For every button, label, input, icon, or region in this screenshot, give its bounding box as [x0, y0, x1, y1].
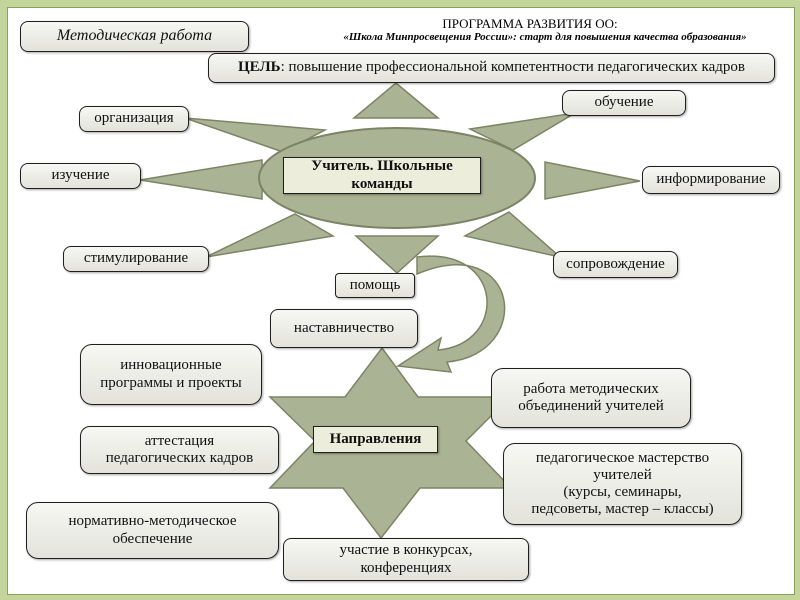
goal-label: ЦЕЛЬ [238, 59, 281, 76]
ray-label-study: изучение [20, 163, 141, 189]
goal-box: ЦЕЛЬ: повышение профессиональной компете… [208, 53, 775, 83]
ray-bottom [354, 235, 440, 275]
program-title: ПРОГРАММА РАЗВИТИЯ ОО: [442, 16, 618, 31]
center-label: Учитель. Школьные команды [283, 157, 481, 194]
ray-label-support: сопровождение [553, 251, 678, 278]
direction-methodical-associations: работа методических объединений учителей [491, 368, 691, 428]
direction-pedagogical-skill: педагогическое мастерство учителей (курс… [503, 443, 742, 525]
ray-top [351, 82, 441, 119]
section-title-text: Методическая работа [56, 27, 213, 45]
ray-bottom-right [462, 211, 563, 259]
ray-label-stimulation: стимулирование [63, 246, 209, 272]
direction-competitions: участие в конкурсах, конференциях [283, 538, 529, 581]
ray-top-right [467, 112, 576, 151]
direction-attestation: аттестация педагогических кадров [80, 426, 279, 474]
ray-left [139, 159, 263, 200]
direction-mentoring: наставничество [270, 309, 418, 348]
ray-label-help: помощь [335, 273, 415, 298]
ray-bottom-left [205, 213, 336, 258]
program-subtitle: «Школа Минпросвещения России»: старт для… [343, 31, 747, 43]
ray-label-informing: информирование [642, 166, 780, 194]
star-label: Направления [313, 426, 438, 453]
direction-innovation: инновационные программы и проекты [80, 344, 262, 405]
section-title: Методическая работа [20, 21, 249, 52]
curved-arrow [395, 255, 506, 373]
ray-right [544, 161, 641, 200]
goal-description: : повышение профессиональной компетентно… [280, 59, 745, 76]
direction-normative: нормативно-методическое обеспечение [26, 502, 279, 559]
goal-text: ЦЕЛЬ: повышение профессиональной компете… [238, 59, 745, 76]
ray-label-training: обучение [562, 90, 686, 116]
ray-label-organization: организация [79, 106, 189, 132]
